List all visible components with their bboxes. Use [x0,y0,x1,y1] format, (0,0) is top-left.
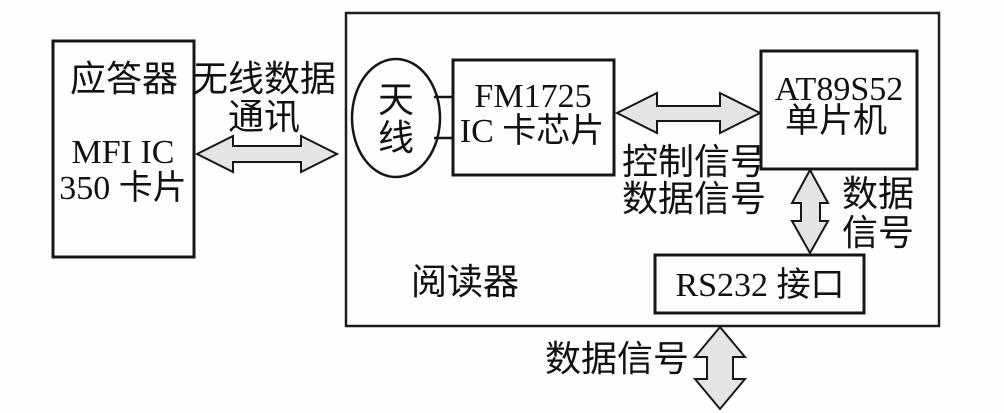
wireless-double-arrow [194,134,340,174]
chip-mcu-link-label-line2: 数据信号 [622,179,766,219]
ic-chip-box [451,58,616,177]
transponder-box [51,39,196,259]
ic-chip-label-line2: IC 卡芯片 [460,112,605,150]
mcu-label-line1: AT89S52 [775,71,903,108]
chip-mcu-link-label-line1: 控制信号 [622,142,766,182]
rs232-box [653,253,866,315]
antenna-label-line2: 线 [378,118,414,158]
wireless-link-label-line1: 无线数据 [192,59,336,99]
transponder-model-line1: MFI IC [72,134,175,171]
reader-label: 阅读器 [411,262,519,302]
chip-mcu-double-arrow [614,91,763,135]
mcu-rs232-link-label-line1: 数据 [842,174,914,214]
mcu-rs232-double-arrow [790,167,830,256]
transponder-model-line2: 350 卡片 [59,169,187,207]
rs232-label: RS232 接口 [675,267,844,304]
mcu-label-line2: 单片机 [785,102,887,140]
external-link-label: 数据信号 [545,339,689,379]
antenna-ellipse [350,57,442,179]
reader-box [344,11,941,328]
external-data-double-arrow [692,325,748,411]
ic-chip-label-line1: FM1725 [474,78,591,115]
antenna-label-line1: 天 [378,80,414,120]
transponder-title: 应答器 [70,59,178,99]
mcu-box [759,49,919,171]
wireless-link-label-line2: 通讯 [228,97,300,137]
mcu-rs232-link-label-line2: 信号 [842,213,914,253]
